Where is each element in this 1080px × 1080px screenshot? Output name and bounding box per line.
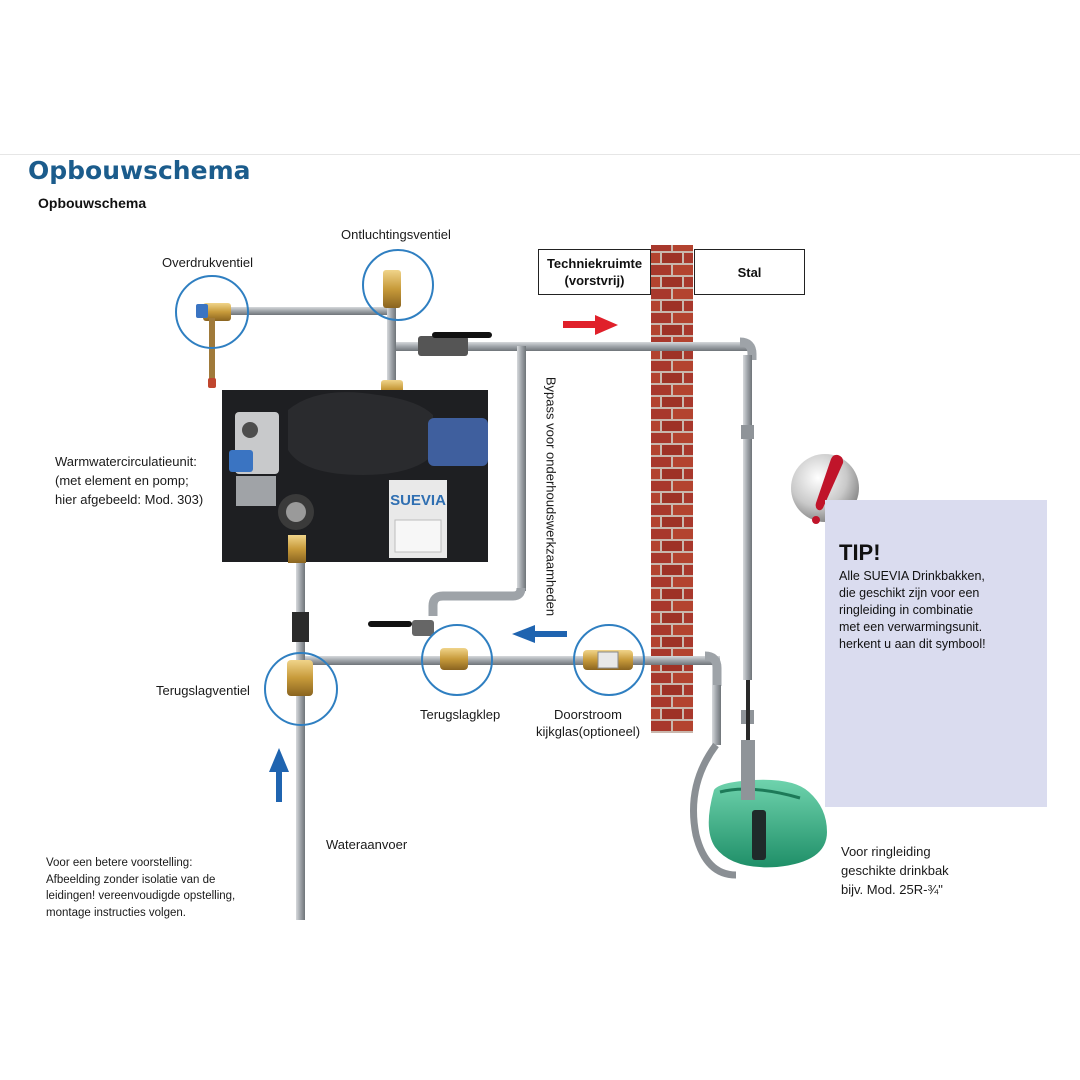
label-stal-box: Stal bbox=[694, 249, 805, 295]
unit-line-2: (met element en pomp; bbox=[55, 473, 189, 488]
flow-arrow-left-icon bbox=[512, 625, 567, 643]
label-vorstvrij: (vorstvrij) bbox=[564, 273, 625, 288]
top-blank-area bbox=[0, 0, 1080, 155]
label-terugslagventiel: Terugslagventiel bbox=[156, 683, 250, 698]
tip-line-5: herkent u aan dit symbool! bbox=[839, 637, 986, 651]
doorstroom-line-2: kijkglas(optioneel) bbox=[535, 724, 641, 739]
tip-line-2: die geschikt zijn voor een bbox=[839, 586, 980, 600]
tip-box: TIP! Alle SUEVIA Drinkbakken, die geschi… bbox=[825, 500, 1047, 807]
drinking-bowl bbox=[708, 740, 827, 868]
suevia-logo: SUEVIA bbox=[390, 492, 446, 509]
callout-terugslagklep bbox=[421, 624, 493, 696]
warm-water-circulation-unit: SUEVIA bbox=[222, 390, 488, 563]
note-line-3: leidingen! vereenvoudigde opstelling, bbox=[46, 890, 236, 902]
label-drinkbak: Voor ringleiding geschikte drinkbak bijv… bbox=[841, 842, 949, 899]
label-overdrukventiel: Overdrukventiel bbox=[162, 255, 254, 270]
tip-line-4: met een verwarmingsunit. bbox=[839, 620, 983, 634]
note-line-1: Voor een betere voorstelling: bbox=[46, 857, 193, 869]
label-terugslagklep: Terugslagklep bbox=[420, 707, 501, 722]
callout-ontluchtingsventiel bbox=[362, 249, 434, 321]
label-doorstroom: Doorstroom kijkglas(optioneel) bbox=[532, 706, 644, 740]
callout-terugslagventiel bbox=[264, 652, 338, 726]
flow-arrow-right-icon bbox=[563, 315, 618, 335]
label-stal: Stal bbox=[737, 264, 762, 280]
flow-arrow-up-icon bbox=[269, 748, 289, 802]
label-bypass-text: Bypass voor onderhoudswerkzaamheden bbox=[543, 376, 559, 617]
label-techniekruimte: Techniekruimte bbox=[546, 256, 643, 271]
tip-title: TIP! bbox=[839, 540, 881, 565]
drinkbak-line-2: geschikte drinkbak bbox=[841, 863, 949, 878]
fittings bbox=[196, 270, 633, 696]
callout-overdrukventiel bbox=[175, 275, 249, 349]
footnote: Voor een betere voorstelling: Afbeelding… bbox=[46, 855, 235, 921]
brick-wall bbox=[651, 245, 693, 733]
callout-circles bbox=[175, 249, 645, 726]
note-line-4: montage instructies volgen. bbox=[46, 906, 186, 919]
doorstroom-line-1: Doorstroom bbox=[554, 707, 622, 722]
page-title: Opbouwschema bbox=[28, 156, 251, 185]
callout-doorstroom bbox=[573, 624, 645, 696]
drinkbak-line-3: bijv. Mod. 25R-¾" bbox=[841, 882, 943, 897]
tip-line-1: Alle SUEVIA Drinkbakken, bbox=[839, 569, 985, 583]
label-bypass: Bypass voor onderhoudswerkzaamheden bbox=[541, 372, 561, 622]
tip-text: Alle SUEVIA Drinkbakken, die geschikt zi… bbox=[839, 568, 986, 653]
tip-line-3: ringleiding in combinatie bbox=[839, 603, 974, 617]
label-techniekruimte-box: Techniekruimte (vorstvrij) bbox=[538, 249, 651, 295]
unit-line-1: Warmwatercirculatieunit: bbox=[55, 454, 197, 469]
note-line-2: Afbeelding zonder isolatie van de bbox=[46, 873, 216, 886]
label-ontluchtingsventiel: Ontluchtingsventiel bbox=[341, 227, 451, 242]
label-wateraanvoer: Wateraanvoer bbox=[326, 837, 408, 852]
page-subtitle: Opbouwschema bbox=[38, 195, 147, 211]
drinkbak-line-1: Voor ringleiding bbox=[841, 844, 931, 859]
unit-line-3: hier afgebeeld: Mod. 303) bbox=[55, 492, 204, 507]
label-warmwatercirculatieunit: Warmwatercirculatieunit: (met element en… bbox=[55, 452, 203, 509]
